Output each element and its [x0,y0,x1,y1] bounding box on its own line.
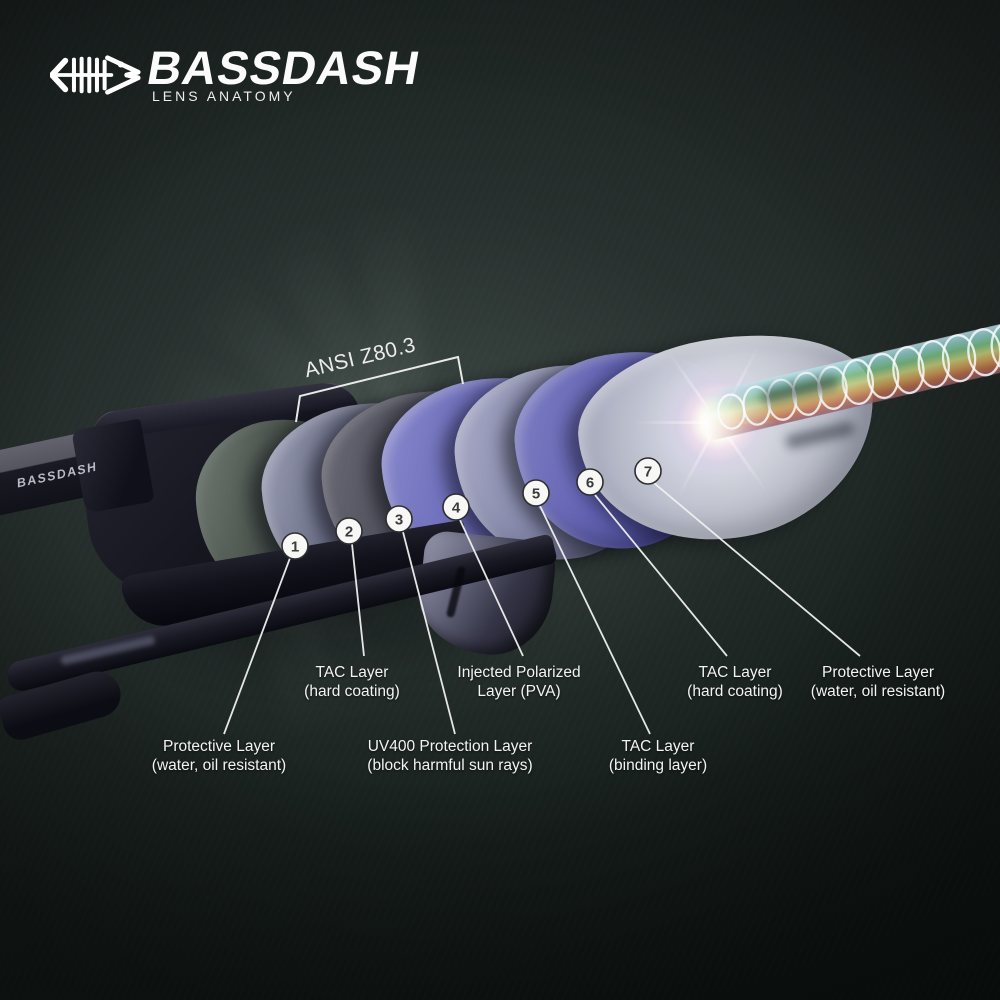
label-uv400-3: UV400 Protection Layer (block harmful su… [367,738,533,774]
rainbow-light-beam [698,322,1000,442]
label-tac-hard-coating-6: TAC Layer (hard coating) [687,664,783,700]
fishbone-icon [50,55,141,95]
label-tac-hard-coating-2: TAC Layer (hard coating) [304,664,400,700]
label-polarized-4: Injected Polarized Layer (PVA) [457,664,581,700]
brand-name: BASSDASH [143,41,425,94]
light-coil [717,322,1000,430]
label-tac-binding-5: TAC Layer (binding layer) [608,738,708,774]
label-protective-layer-7: Protective Layer (water, oil resistant) [810,664,946,700]
brand-tagline: LENS ANATOMY [152,88,296,104]
label-protective-layer-1: Protective Layer (water, oil resistant) [151,738,287,774]
